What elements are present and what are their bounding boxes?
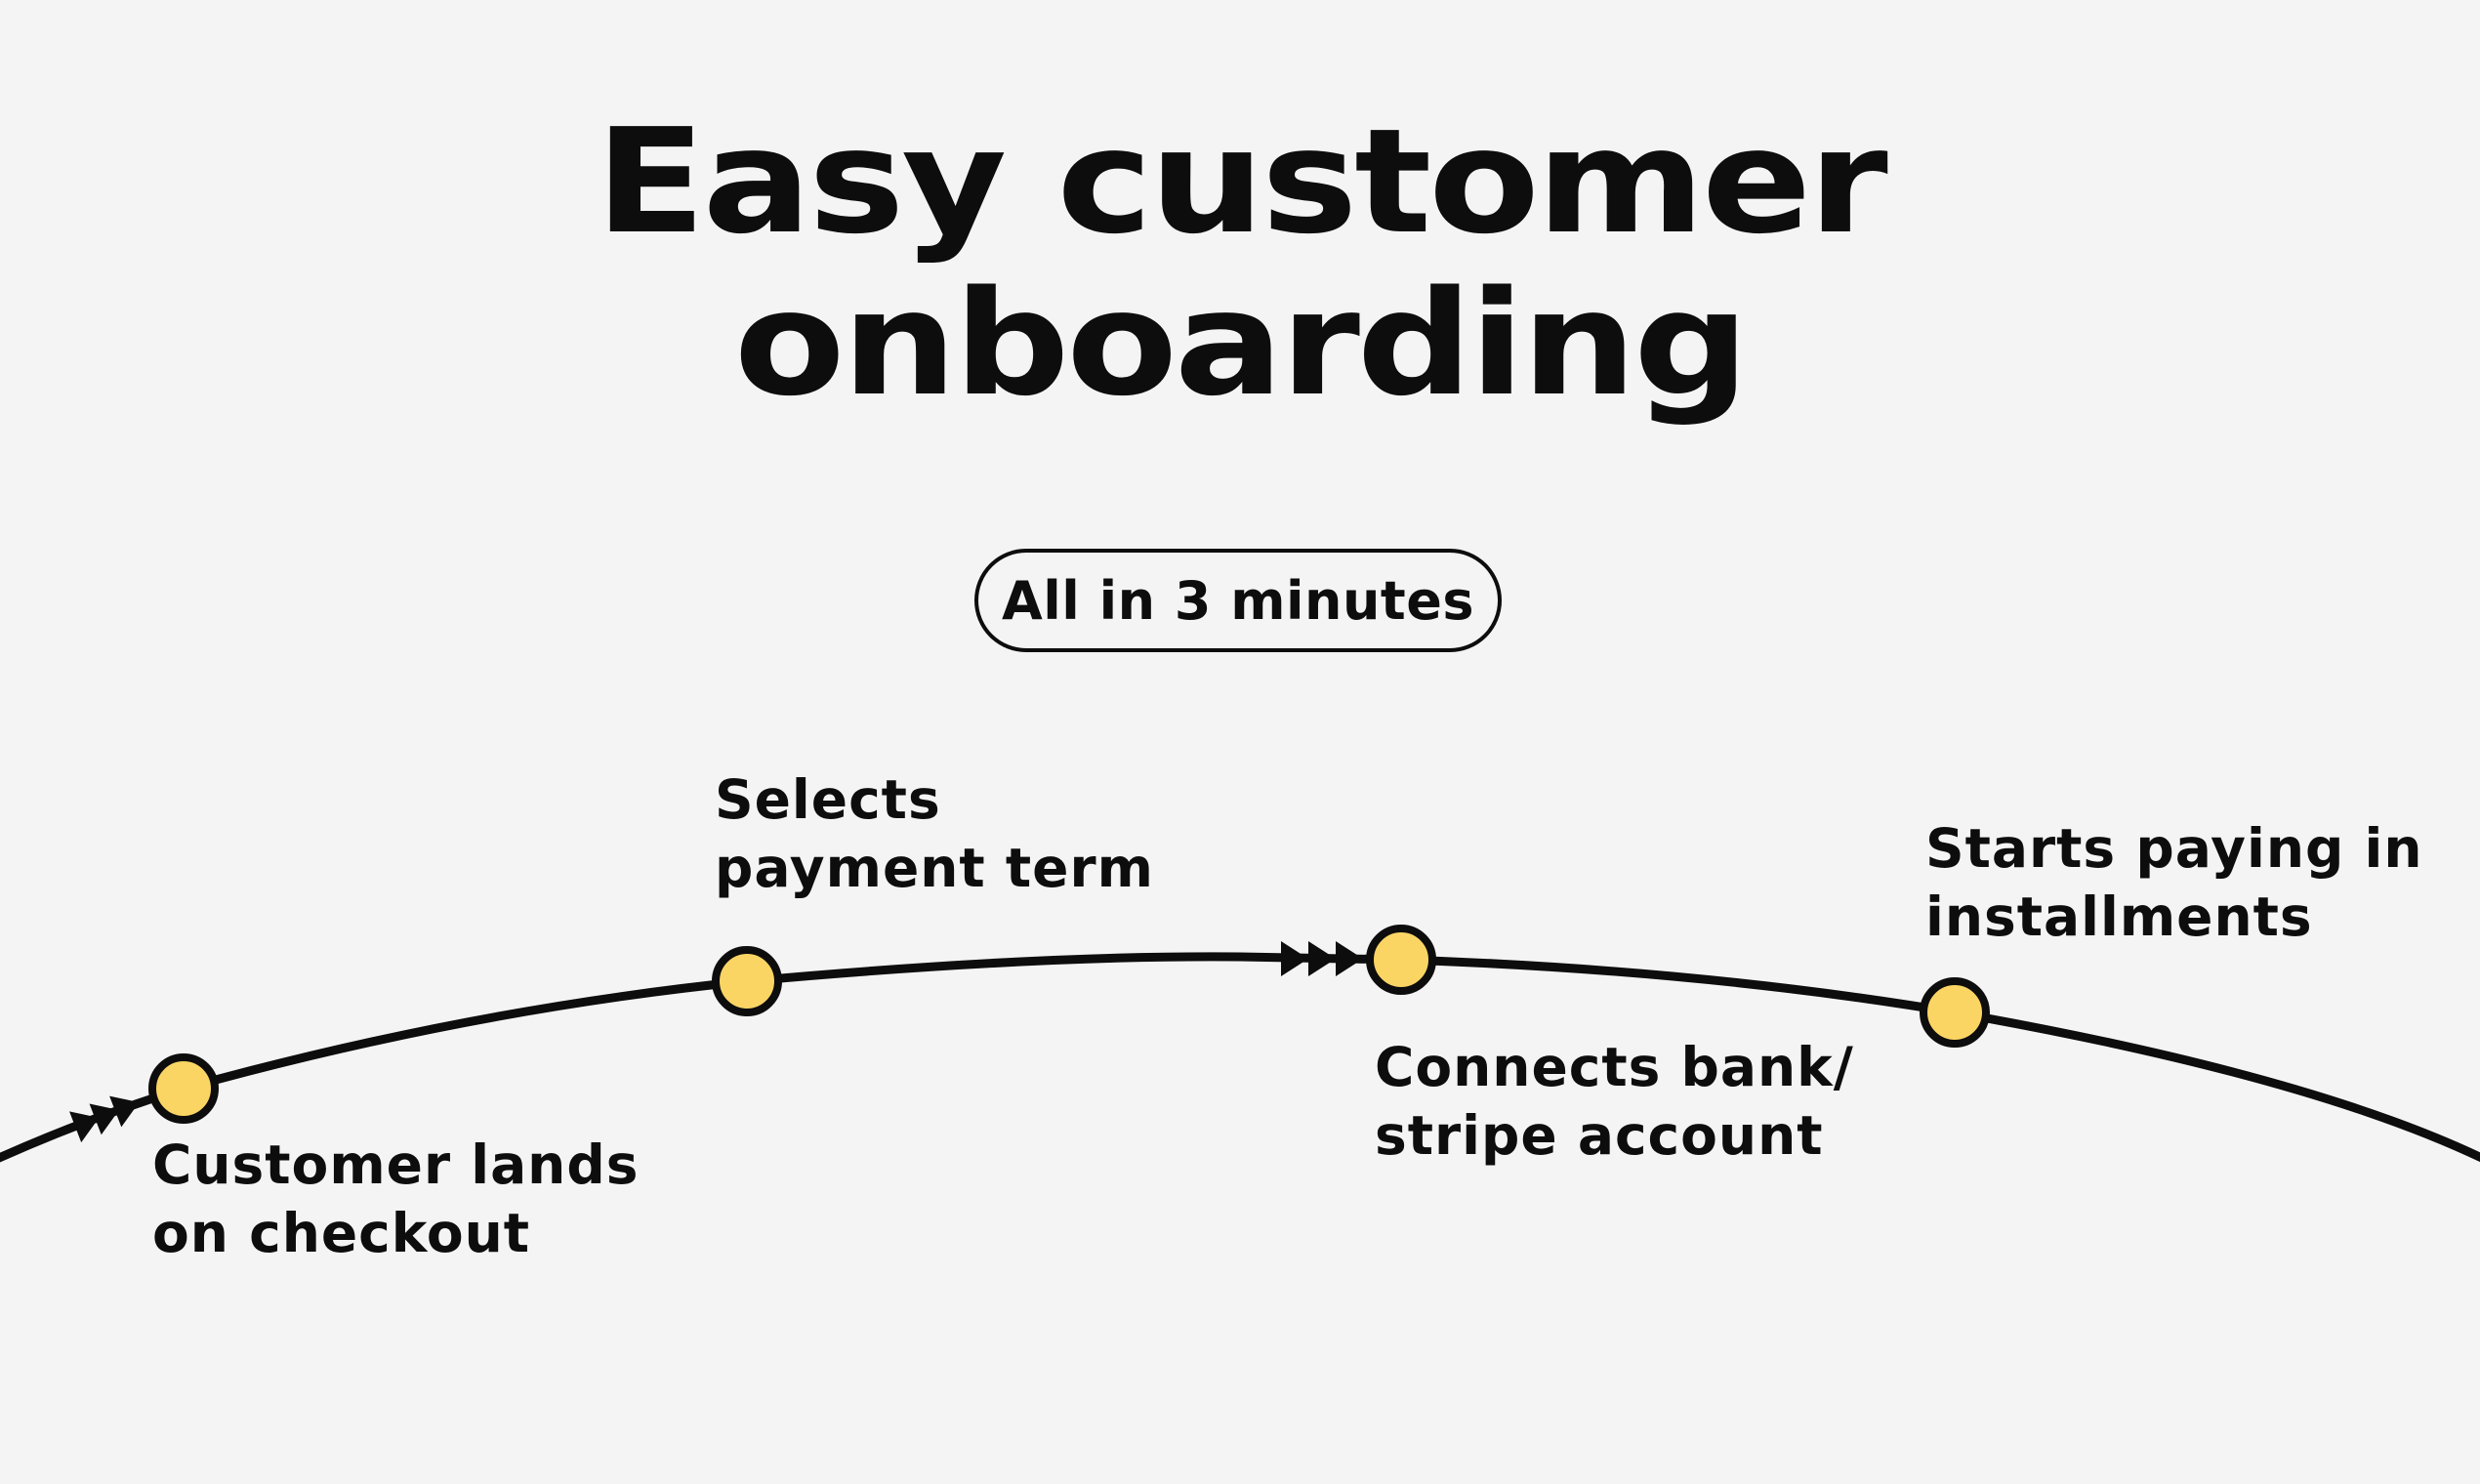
step-label-starts-paying: Starts paying in installments xyxy=(1925,814,2423,951)
step-label-line: Selects xyxy=(715,768,941,831)
circle-node-icon xyxy=(1920,977,1990,1048)
step-label-selects-term: Selects payment term xyxy=(715,765,1154,902)
duration-badge: All in 3 minutes xyxy=(974,549,1502,652)
step-label-line: stripe account xyxy=(1375,1104,1824,1167)
step-label-line: on checkout xyxy=(152,1202,531,1264)
circle-node-icon xyxy=(1366,925,1436,995)
page-title-line-2: onboarding xyxy=(733,260,1750,428)
duration-badge-label: All in 3 minutes xyxy=(1002,569,1474,632)
flow-curve xyxy=(0,952,2480,1163)
step-label-line: Starts paying in xyxy=(1925,817,2423,880)
circle-node-icon xyxy=(712,946,782,1016)
step-label-line: payment term xyxy=(715,837,1154,899)
step-label-line: Connects bank/ xyxy=(1375,1036,1854,1098)
triple-chevron-arrow-icon xyxy=(69,1095,140,1143)
step-label-line: installments xyxy=(1925,886,2313,948)
page-title-line-1: Easy customer xyxy=(595,98,1888,266)
triple-chevron-arrow-icon xyxy=(1281,941,1363,976)
step-label-connects-bank: Connects bank/ stripe account xyxy=(1375,1033,1854,1170)
step-label-customer-lands: Customer lands on checkout xyxy=(152,1131,639,1267)
step-label-line: Customer lands xyxy=(152,1134,640,1196)
circle-node-icon xyxy=(148,1053,219,1124)
